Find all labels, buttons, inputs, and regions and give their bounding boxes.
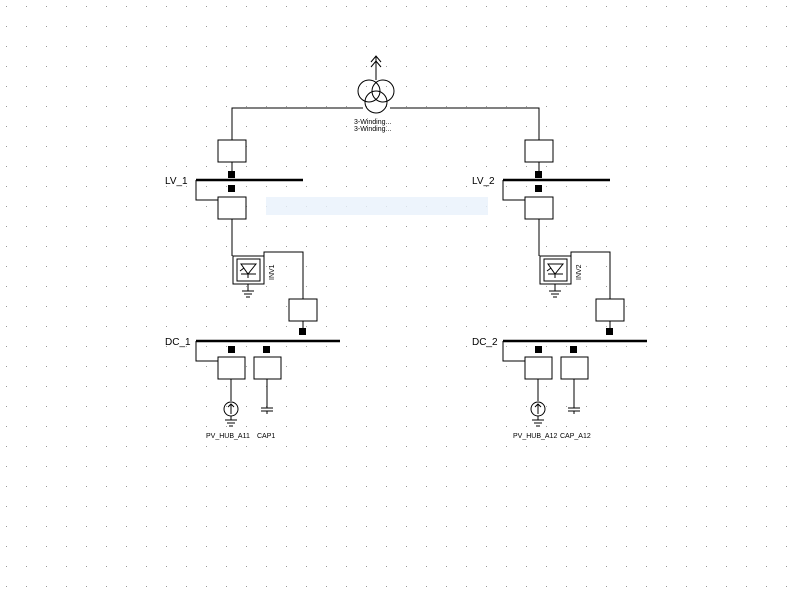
pv-source-2[interactable] <box>530 401 546 427</box>
bus-label-dc2: DC_2 <box>472 337 498 348</box>
switch-dc1-cap[interactable] <box>263 346 270 353</box>
three-winding-transformer[interactable]: 3-Winding... 3-Winding... <box>354 55 395 133</box>
switch-dc2-upper[interactable] <box>606 328 613 335</box>
switch-dc1-pv[interactable] <box>228 346 235 353</box>
lv2-loop-link <box>502 180 525 201</box>
capacitor-1[interactable] <box>261 407 273 414</box>
lv1-loop-link <box>195 180 218 201</box>
breaker-box-dc2-pv[interactable] <box>524 356 553 380</box>
switch-lv2-upper[interactable] <box>535 171 542 178</box>
breaker-box-dc1-upper[interactable] <box>288 298 318 322</box>
switch-dc2-pv[interactable] <box>535 346 542 353</box>
breaker-box-lv1-upper[interactable] <box>217 139 247 163</box>
inverter-2[interactable] <box>539 255 572 298</box>
breaker-box-dc1-cap[interactable] <box>253 356 282 380</box>
breaker-box-dc1-pv[interactable] <box>217 356 246 380</box>
switch-dc1-upper[interactable] <box>299 328 306 335</box>
breaker-box-dc2-upper[interactable] <box>595 298 625 322</box>
dc2-loop-link <box>502 341 525 362</box>
pv-source-2-label: PV_HUB_A12 <box>513 433 557 440</box>
transformer-right-lead <box>390 107 540 140</box>
breaker-box-lv2-upper[interactable] <box>524 139 554 163</box>
pv-source-1[interactable] <box>223 401 239 427</box>
switch-dc2-cap[interactable] <box>570 346 577 353</box>
capacitor-1-label: CAP1 <box>257 433 275 440</box>
bus-label-lv1: LV_1 <box>165 176 188 187</box>
inverter-2-dc-link <box>570 251 611 299</box>
bus-label-dc1: DC_1 <box>165 337 191 348</box>
breaker-box-lv2-lower[interactable] <box>524 196 554 220</box>
inverter-1[interactable] <box>232 255 265 298</box>
inverter-2-label: INV2 <box>576 264 583 280</box>
capacitor-2-label: CAP_A12 <box>560 433 591 440</box>
inverter-1-dc-link <box>263 251 304 299</box>
pv-source-1-label: PV_HUB_A11 <box>206 433 250 440</box>
inverter-1-label: INV1 <box>269 264 276 280</box>
dc1-loop-link <box>195 341 218 362</box>
switch-lv2-lower[interactable] <box>535 185 542 192</box>
switch-lv1-lower[interactable] <box>228 185 235 192</box>
breaker-box-lv1-lower[interactable] <box>217 196 247 220</box>
capacitor-2[interactable] <box>568 407 580 414</box>
switch-lv1-upper[interactable] <box>228 171 235 178</box>
transformer-label-2: 3-Winding... <box>354 126 391 133</box>
transformer-label-1: 3-Winding... <box>354 119 391 126</box>
transformer-left-lead <box>231 107 363 140</box>
selection-band <box>266 197 488 215</box>
breaker-box-dc2-cap[interactable] <box>560 356 589 380</box>
bus-label-lv2: LV_2 <box>472 176 495 187</box>
